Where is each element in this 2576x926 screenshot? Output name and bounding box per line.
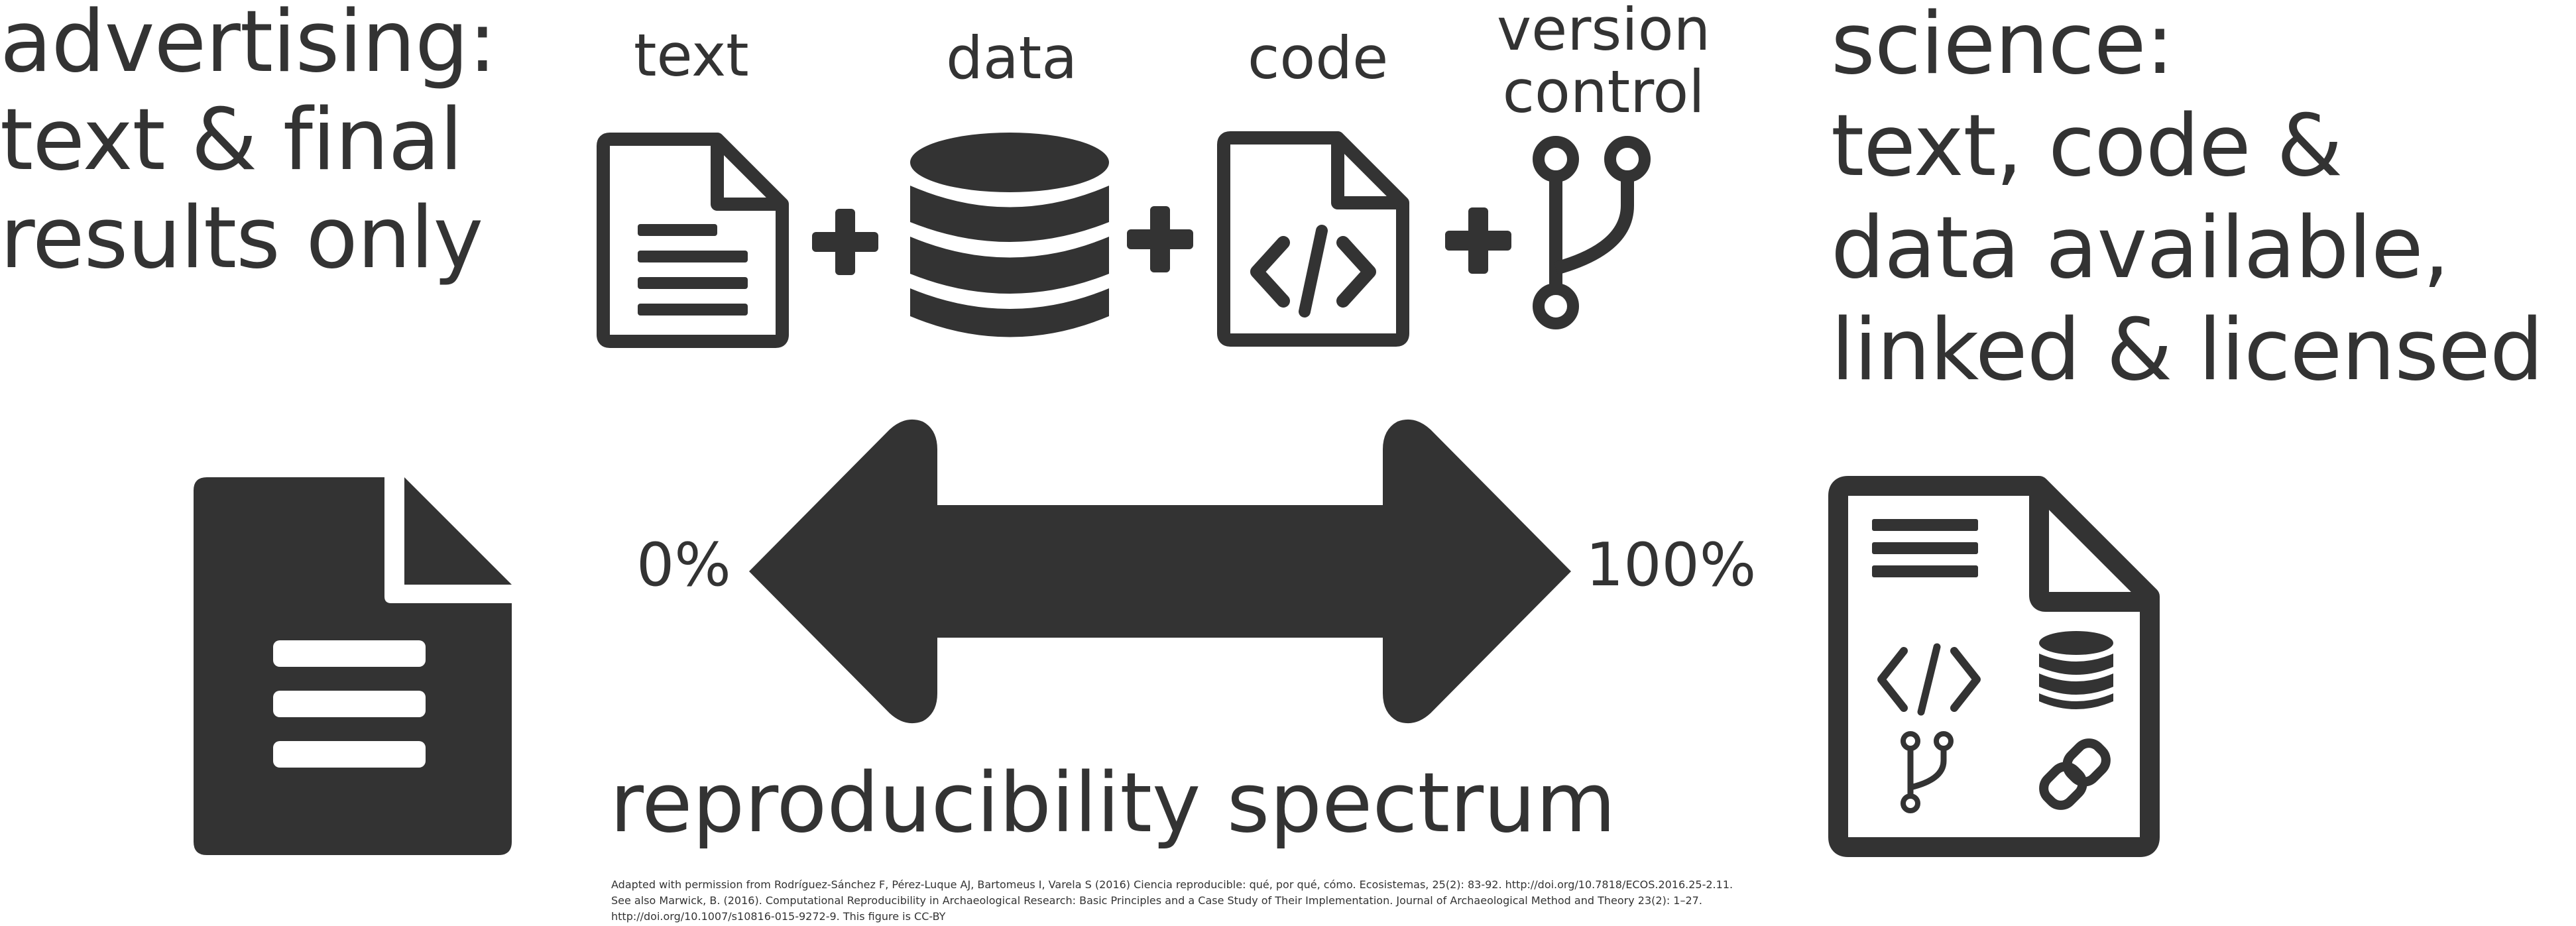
git-branch-icon	[1897, 729, 1957, 815]
document-icon	[194, 477, 512, 855]
spectrum-high-label: 100%	[1586, 530, 1757, 600]
spectrum-low-label: 0%	[636, 530, 731, 600]
right-heading-line: text, code &	[1831, 97, 2343, 196]
right-heading-line: science:	[1831, 0, 2174, 93]
database-icon	[2036, 628, 2116, 715]
version-label-line: control	[1502, 58, 1705, 126]
plus-icon	[1124, 203, 1197, 276]
document-icon	[597, 133, 789, 348]
link-icon	[2035, 734, 2115, 814]
left-heading: advertising: text & final results only	[0, 0, 497, 288]
citation-line: See also Marwick, B. (2016). Computation…	[611, 894, 1702, 907]
database-icon	[907, 129, 1112, 348]
right-heading: science: text, code & data available, li…	[1831, 0, 2544, 402]
right-heading-line: data available,	[1831, 199, 2449, 298]
code-file-icon	[1217, 131, 1409, 347]
version-label-line: version	[1497, 0, 1711, 64]
git-branch-icon	[1528, 133, 1654, 331]
citation-line: http://doi.org/10.1007/s10816-015-9272-9…	[611, 910, 946, 923]
left-heading-line: results only	[0, 189, 483, 288]
plus-icon	[809, 205, 882, 278]
right-heading-line: linked & licensed	[1831, 301, 2544, 400]
version-control-label: version control	[1497, 0, 1710, 123]
citation: Adapted with permission from Rodríguez-S…	[611, 877, 1791, 925]
double-arrow-icon	[742, 412, 1578, 730]
document-icon	[1828, 476, 2160, 857]
data-label: data	[946, 24, 1078, 92]
plus-icon	[1442, 204, 1515, 277]
spectrum-title: reproducibility spectrum	[610, 756, 1616, 851]
citation-line: Adapted with permission from Rodríguez-S…	[611, 878, 1733, 891]
code-label: code	[1248, 24, 1389, 92]
text-label: text	[634, 21, 749, 89]
left-heading-line: advertising:	[0, 0, 497, 91]
code-brackets-icon	[1876, 643, 1982, 716]
left-heading-line: text & final	[0, 91, 463, 190]
